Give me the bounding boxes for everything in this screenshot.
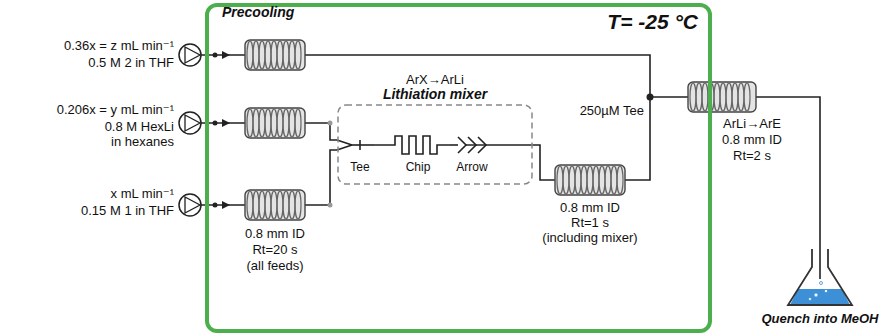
flow-rate: x mL min⁻¹ — [111, 186, 174, 201]
pumps — [179, 44, 201, 216]
coil-symbol — [688, 82, 756, 112]
junction-dot — [213, 203, 218, 208]
coil-group — [245, 40, 756, 220]
feed-solution: 0.15 M 1 in THF — [81, 203, 174, 218]
flow-arrow — [222, 201, 230, 209]
coil-symbol — [555, 165, 625, 195]
tube-spec: 0.8 mm ID — [245, 226, 305, 241]
temperature-label: T= -25 °C — [607, 9, 698, 35]
mixer-part-label: Arrow — [456, 160, 487, 175]
tee-label: 250µM Tee — [580, 103, 644, 118]
tee-dot — [647, 94, 654, 101]
junction-dot — [213, 53, 218, 58]
residence-time: Rt=1 s — [571, 215, 609, 230]
tee-symbol — [337, 140, 352, 145]
flask-outline — [758, 245, 882, 309]
tee-symbol — [352, 144, 374, 146]
mixer-line — [450, 144, 458, 146]
tube-spec: 0.8 mm ID — [722, 132, 782, 147]
chip-symbol — [374, 136, 450, 154]
mixer-box: ArX→ArLiLithiation mixerTee Chip Arrow — [337, 72, 533, 185]
mixer-heading: Lithiation mixer — [383, 87, 487, 102]
junction-dot — [328, 121, 333, 126]
flow-arrow — [222, 119, 230, 127]
pump-symbol — [179, 112, 201, 134]
tubing — [190, 55, 650, 205]
temperature-zone: T= -25 °C ArX→ArLiLithiation mixerTee Chip… — [205, 3, 712, 333]
coil-symbol — [245, 190, 305, 220]
flow-arrows — [213, 51, 654, 209]
tee-symbol — [359, 140, 361, 150]
residence-time: Rt=2 s — [733, 148, 771, 163]
junction-dot — [328, 203, 333, 208]
pump-symbol — [179, 44, 201, 66]
tube-note: (including mixer) — [542, 230, 637, 245]
junction-dot — [213, 121, 218, 126]
mixer-heading: ArX→ArLi — [406, 72, 464, 87]
pump-symbol — [179, 194, 201, 216]
tee-symbol — [337, 145, 352, 150]
mixer-internals — [337, 136, 533, 154]
coil-symbol — [245, 108, 305, 138]
tubing-connector — [533, 97, 820, 245]
flow-rate: 0.36x = z mL min⁻¹ — [64, 38, 174, 53]
quench-flask: Quench into MeOH — [758, 245, 882, 333]
flask-label: Quench into MeOH — [762, 311, 879, 326]
flow-rate: 0.206x = y mL min⁻¹ — [57, 102, 174, 117]
mixer-part-label: Chip — [406, 160, 431, 175]
tube-note: (all feeds) — [246, 258, 303, 273]
arrow-mixer-symbol — [458, 137, 466, 153]
grey-dots — [328, 121, 333, 208]
mixer-part-label: Tee — [350, 160, 369, 175]
reaction-label: ArLi→ArE — [723, 116, 781, 131]
tube-spec: 0.8 mm ID — [560, 200, 620, 215]
residence-time: Rt=20 s — [252, 242, 297, 257]
feed-solution: 0.5 M 2 in THF — [88, 55, 174, 70]
mixer-line — [466, 144, 533, 146]
feed-solution: 0.8 M HexLi in hexanes — [94, 119, 174, 149]
flow-arrow — [222, 51, 230, 59]
zone-label: Precooling — [222, 5, 294, 20]
coil-symbol — [245, 40, 305, 70]
